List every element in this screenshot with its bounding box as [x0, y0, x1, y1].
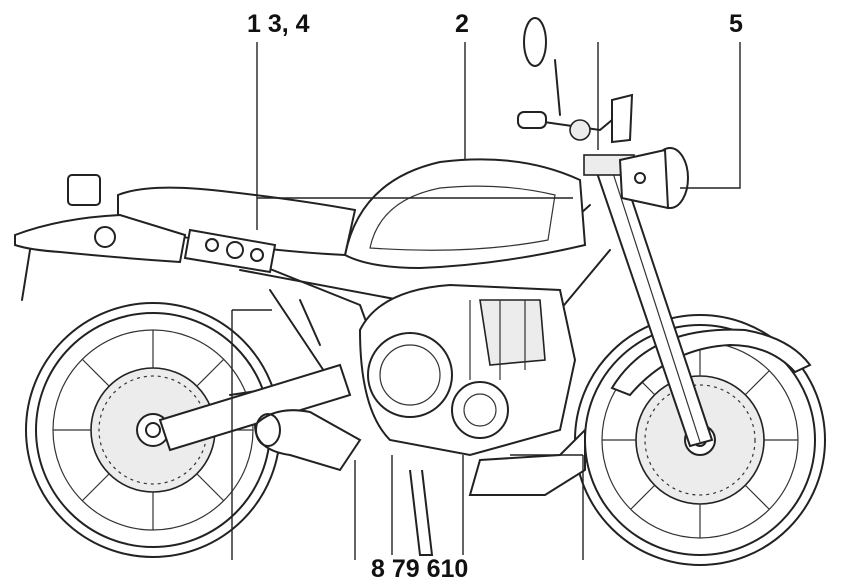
swingarm	[158, 363, 352, 452]
side-stand	[409, 469, 434, 556]
leader-lines	[231, 42, 741, 560]
tail-section	[14, 174, 187, 301]
fuel-tank	[343, 158, 587, 270]
side-cover	[183, 228, 277, 274]
callout-1-3-4: 1 3, 4	[247, 10, 310, 38]
rear-wheel	[25, 302, 281, 558]
headlight	[618, 147, 689, 210]
callout-bottom: 8 79 610	[371, 555, 469, 583]
handlebar	[517, 17, 634, 144]
engine	[358, 283, 577, 457]
rear-shock	[299, 299, 321, 346]
callout-5: 5	[729, 10, 743, 38]
callout-2: 2	[455, 10, 469, 38]
tank-panel	[369, 185, 556, 251]
